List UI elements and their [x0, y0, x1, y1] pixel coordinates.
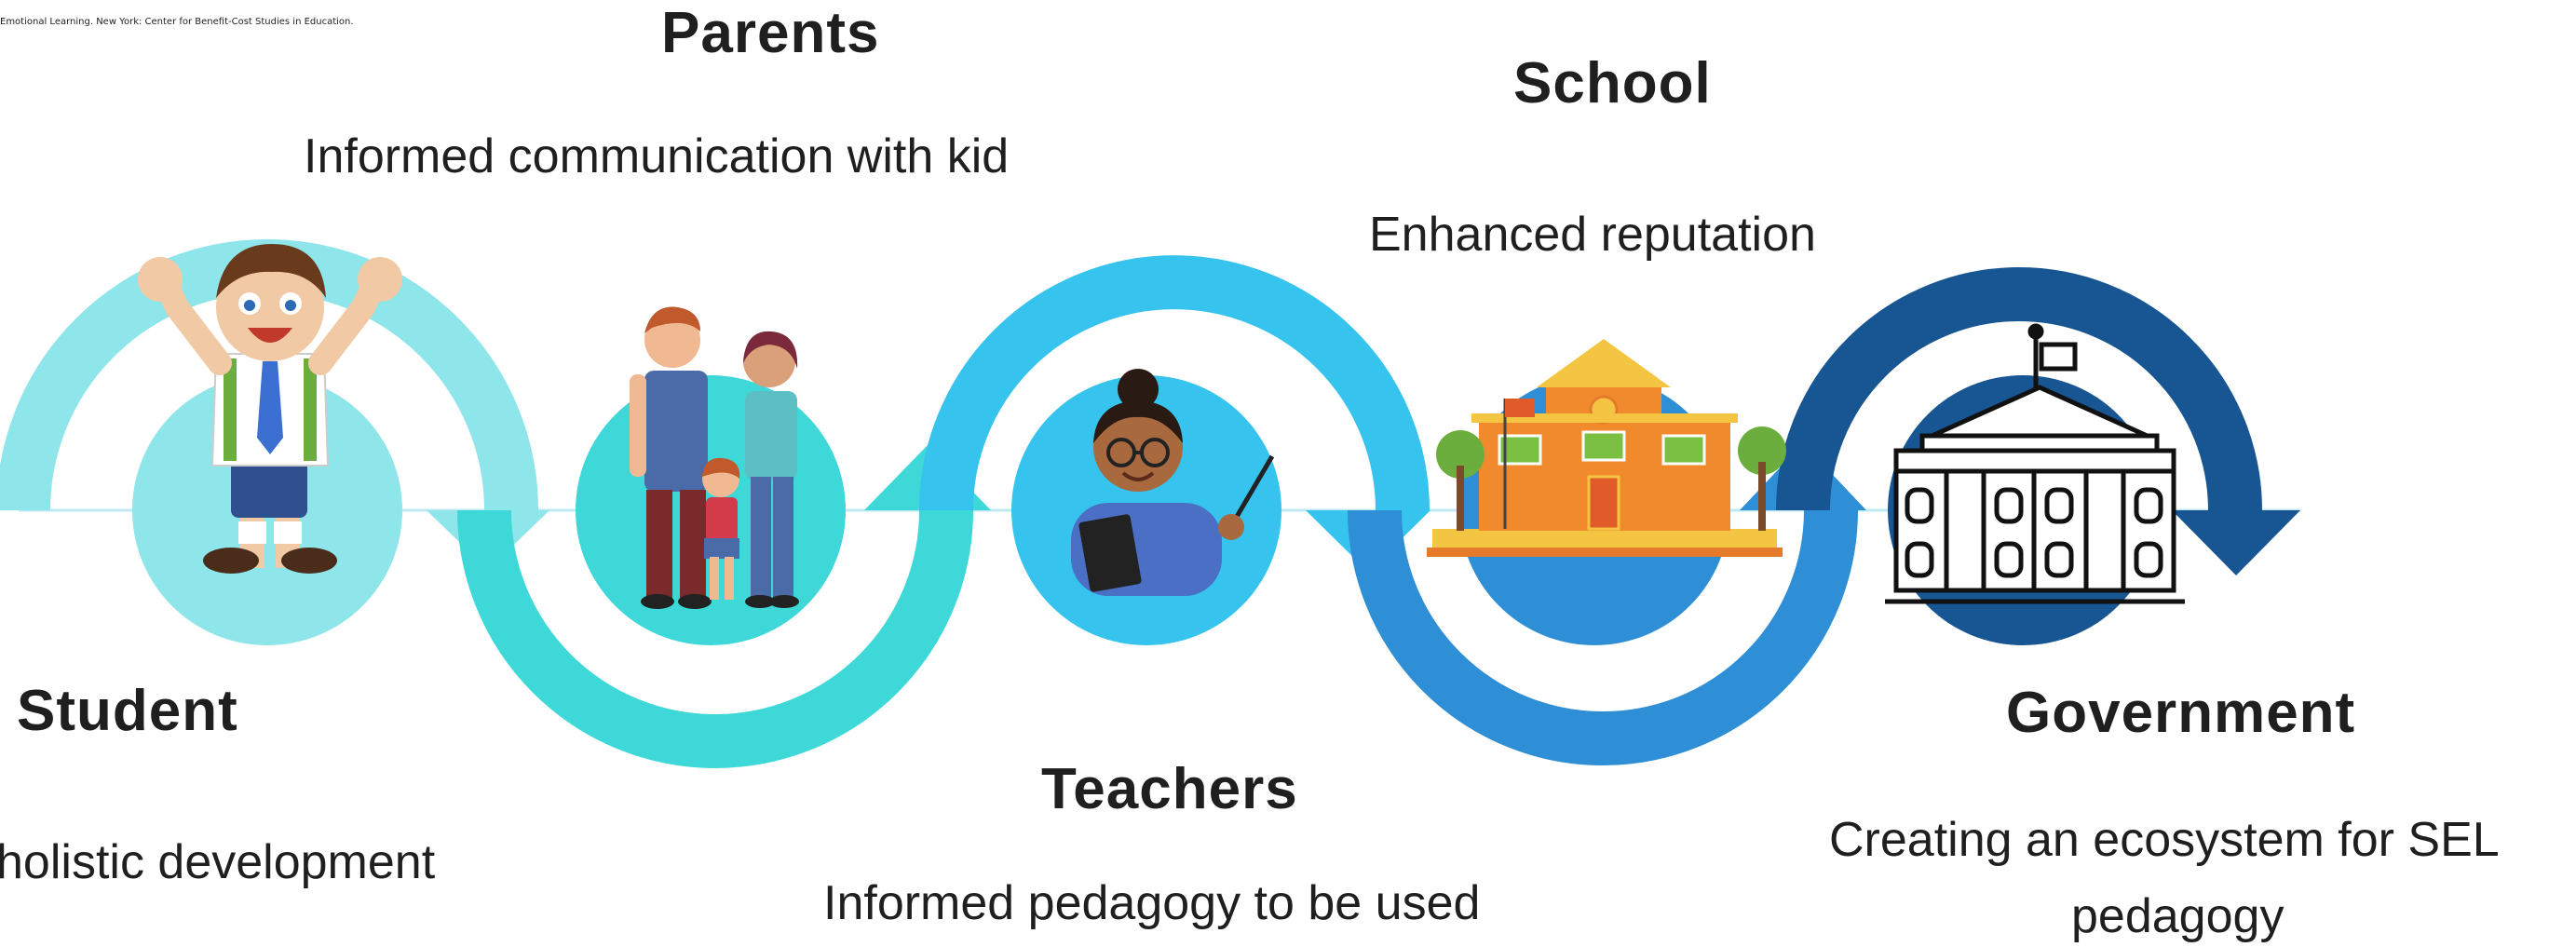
teachers-benefit: Informed pedagogy to be used	[823, 876, 1481, 930]
parents-title: Parents	[661, 1, 880, 65]
school-benefit: Enhanced reputation	[1369, 208, 1816, 262]
government-benefit-line2: pedagogy	[2071, 889, 2285, 943]
parents-benefit: Informed communication with kid	[304, 129, 1010, 183]
teacher-icon	[1071, 369, 1275, 596]
family-icon	[630, 306, 799, 609]
government-title: Government	[2006, 681, 2356, 745]
arc-school	[1348, 509, 1858, 765]
government-benefit-line1: Creating an ecosystem for SEL	[1829, 813, 2500, 867]
school-building-icon	[1427, 339, 1786, 557]
arrow-down-5	[2172, 510, 2300, 575]
arc-teachers	[919, 255, 1430, 511]
teachers-title: Teachers	[1041, 757, 1298, 821]
student-boy-icon	[138, 244, 402, 574]
government-building-icon	[1885, 323, 2185, 604]
arc-parents	[457, 509, 973, 768]
school-title: School	[1513, 51, 1712, 115]
student-benefit: holistic development	[0, 835, 436, 889]
arc-government	[1776, 267, 2262, 511]
student-title: Student	[17, 679, 238, 743]
citation-text: Emotional Learning. New York: Center for…	[0, 17, 354, 27]
